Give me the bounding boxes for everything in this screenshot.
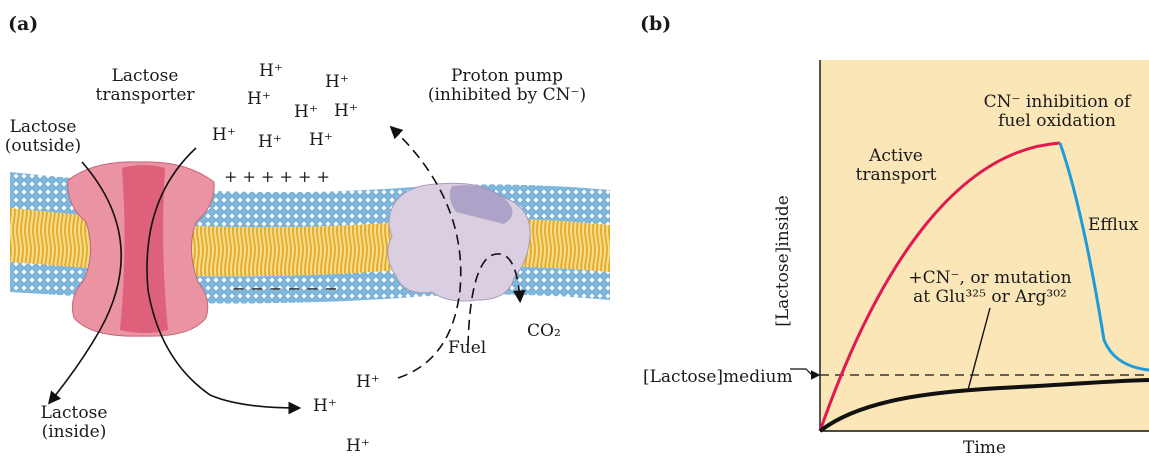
- lactose-transporter-line1: Lactose: [111, 66, 179, 86]
- proton-pump-protein: [387, 182, 531, 302]
- cn-inhibition-line2: fuel oxidation: [998, 111, 1116, 131]
- proton-label: H⁺: [313, 396, 337, 416]
- proton-pump-label: Proton pump (inhibited by CN⁻): [422, 67, 592, 105]
- active-transport-label: Active transport: [846, 147, 946, 185]
- lactose-inside-line2: (inside): [41, 422, 107, 442]
- x-axis-label: Time: [963, 438, 1006, 458]
- co2-label: CO₂: [527, 321, 561, 341]
- active-transport-line2: transport: [855, 165, 937, 185]
- inhibited-curve: [818, 378, 1149, 433]
- proton-label: H⁺: [294, 102, 318, 122]
- fuel-label: Fuel: [448, 338, 487, 358]
- plot-area: [820, 60, 1149, 431]
- lactose-inside-label: Lactose (inside): [36, 404, 112, 442]
- proton-pump-line2: (inhibited by CN⁻): [427, 85, 587, 105]
- cn-inhibition-line1: CN⁻ inhibition of: [983, 92, 1131, 112]
- proton-label: H⁺: [258, 132, 282, 152]
- proton-label: H⁺: [259, 61, 283, 81]
- medium-level-label: [Lactose]medium: [643, 367, 793, 387]
- lactose-outside-line2: (outside): [4, 136, 82, 156]
- mutation-label: +CN⁻, or mutation at Glu³²⁵ or Arg³⁰²: [895, 269, 1085, 307]
- efflux-curve: [1058, 142, 1149, 372]
- efflux-label: Efflux: [1088, 215, 1139, 235]
- lactose-transporter-line2: transporter: [95, 85, 195, 105]
- active-transport-line1: Active: [869, 146, 923, 166]
- minus-charges: − − − − − −: [232, 279, 338, 298]
- y-axis-label-text: [Lactose]inside: [773, 195, 793, 327]
- panel-a-label: (a): [8, 13, 39, 35]
- proton-label: H⁺: [247, 89, 271, 109]
- medium-level-arrow: [790, 368, 821, 380]
- mutation-line2: at Glu³²⁵ or Arg³⁰²: [913, 287, 1067, 307]
- proton-pump-line1: Proton pump: [450, 66, 564, 86]
- panel-b-label: (b): [640, 13, 672, 35]
- proton-label: H⁺: [346, 436, 370, 456]
- proton-label: H⁺: [325, 72, 349, 92]
- active-transport-curve: [818, 141, 1061, 432]
- proton-label: H⁺: [309, 130, 333, 150]
- lactose-inside-line1: Lactose: [40, 403, 108, 423]
- y-axis-label: [Lactose]inside: [773, 171, 793, 351]
- plus-charges: + + + + + +: [224, 167, 330, 186]
- proton-label: H⁺: [334, 101, 358, 121]
- transport-arrows: [47, 125, 526, 415]
- cn-inhibition-label: CN⁻ inhibition of fuel oxidation: [962, 93, 1149, 131]
- lactose-transporter-protein: [67, 161, 215, 337]
- mutation-pointer: [967, 307, 991, 391]
- proton-label: H⁺: [212, 125, 236, 145]
- lactose-outside-line1: Lactose: [9, 117, 77, 137]
- lactose-outside-label: Lactose (outside): [4, 118, 82, 156]
- mutation-line1: +CN⁻, or mutation: [908, 268, 1072, 288]
- proton-label: H⁺: [356, 372, 380, 392]
- lactose-transporter-label: Lactose transporter: [85, 67, 205, 105]
